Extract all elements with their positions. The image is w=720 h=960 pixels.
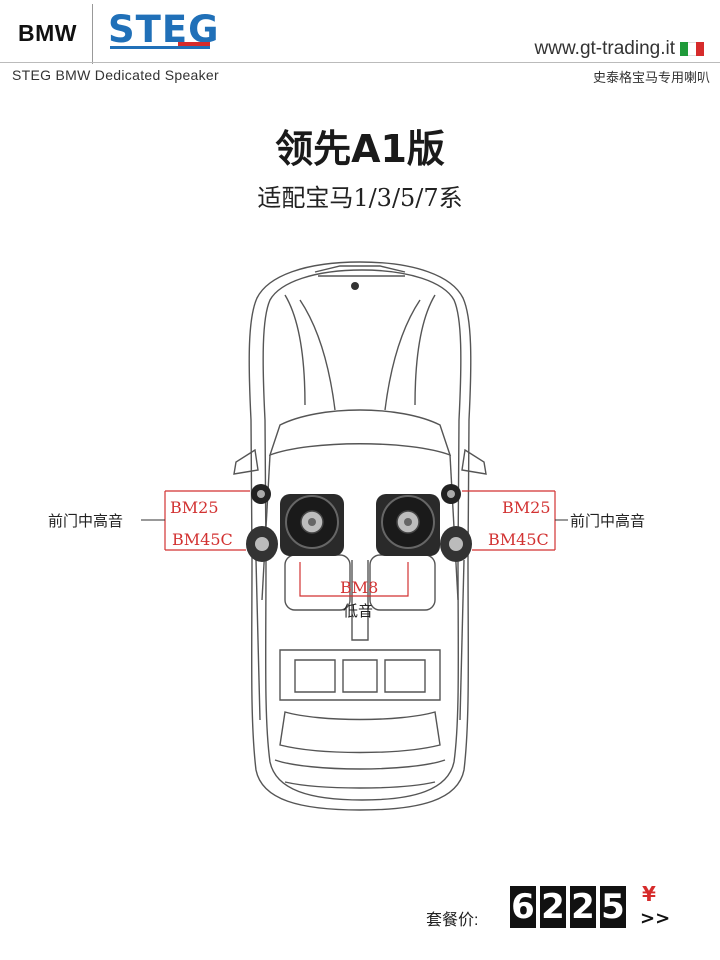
right-subwoofer-icon [376,494,440,556]
steg-logo-accent [178,42,210,46]
car-outline [233,261,487,811]
page-title: 领先A1版 [275,127,445,171]
left-mid-model: BM45C [172,530,233,549]
right-tweeter-model: BM25 [502,498,551,517]
price-label: 套餐价: [426,912,479,929]
bmw-emblem-icon [351,282,359,290]
left-tweeter-icon [251,484,271,504]
double-chevron-icon[interactable]: >> [640,908,671,929]
left-tweeter-model: BM25 [170,498,219,517]
subwoofer-label: 低音 [343,602,374,620]
right-mid-model: BM45C [488,530,549,549]
right-midrange-icon [440,526,472,562]
right-front-door-label: 前门中高音 [570,512,646,530]
subtitle-english: STEG BMW Dedicated Speaker [12,67,219,83]
yen-icon: ¥ [642,882,656,906]
header-divider [92,4,93,64]
bmw-logo-text: BMW [18,20,77,46]
left-subwoofer-icon [280,494,344,556]
header-rule [0,62,720,63]
right-tweeter-icon [441,484,461,504]
left-front-door-label: 前门中高音 [48,512,124,530]
fitment-subtitle: 适配宝马1/3/5/7系 [257,184,463,212]
steg-logo-underline [110,46,210,49]
left-midrange-icon [246,526,278,562]
price-digit: 5 [600,886,626,928]
website-link[interactable]: www.gt-trading.it [534,38,675,59]
price-digit: 2 [540,886,566,928]
price-digit: 6 [510,886,536,928]
subtitle-chinese: 史泰格宝马专用喇叭 [592,70,710,85]
italy-flag-icon [680,42,704,56]
price-digit: 2 [570,886,596,928]
subwoofer-model: BM8 [340,578,379,597]
